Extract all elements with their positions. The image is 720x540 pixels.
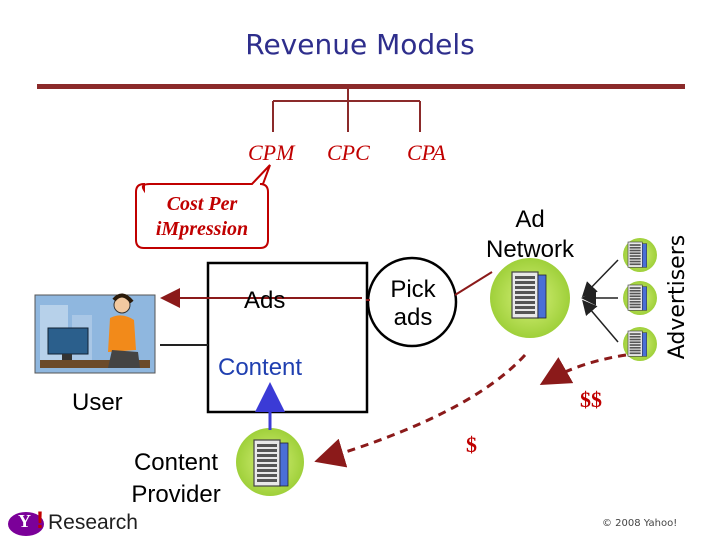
ad-network-line-2: Network [485,236,575,263]
callout-line-1: Cost Per [166,193,238,215]
model-cpc: CPC [327,140,370,165]
pick-ads-line-2: ads [393,304,433,331]
single-dollar-label: $ [466,432,477,457]
cost-per-impression-callout [135,164,271,249]
content-label: Content [218,354,303,381]
network-to-provider-payment-arrow [314,353,527,468]
content-provider-line-2: Provider [131,481,221,508]
top-divider-bar [37,84,685,89]
model-tree-connectors [272,89,421,132]
callout-line-2: iMpression [155,218,249,240]
pick-ads-label: Pick ads [370,276,456,332]
pick-ads-line-1: Pick [390,276,436,303]
logo-research-text: Research [48,511,138,534]
ad-network-line-1: Ad [515,206,545,233]
content-provider-line-1: Content [133,449,219,476]
page-title: Revenue Models [245,28,475,61]
ad-serving-box [206,261,369,414]
logo-bang: ! [36,507,44,534]
pick-ads-circle [366,256,458,348]
advertisers-label: Advertisers [665,234,690,360]
model-cpa: CPA [407,140,446,165]
advertiser-servers [623,238,657,361]
content-provider-server [236,428,304,496]
callout-text: Cost Per iMpression [136,192,268,242]
pick-ads-to-network-line [454,271,493,296]
user-illustration [34,293,156,374]
user-label: User [72,389,123,416]
model-cpm: CPM [248,140,295,165]
copyright-text: © 2008 Yahoo! [602,518,678,529]
double-dollar-label: $$ [580,387,602,412]
content-provider-label: Content Provider [120,447,232,511]
ads-label: Ads [244,287,286,314]
advertiser-to-network-payment-arrow [539,353,627,385]
yahoo-logo [8,512,44,536]
ad-network-server [490,258,570,338]
advertiser-fan-lines [581,259,619,343]
ad-network-label: Ad Network [470,205,590,265]
logo-y-letter: Y [18,511,31,531]
